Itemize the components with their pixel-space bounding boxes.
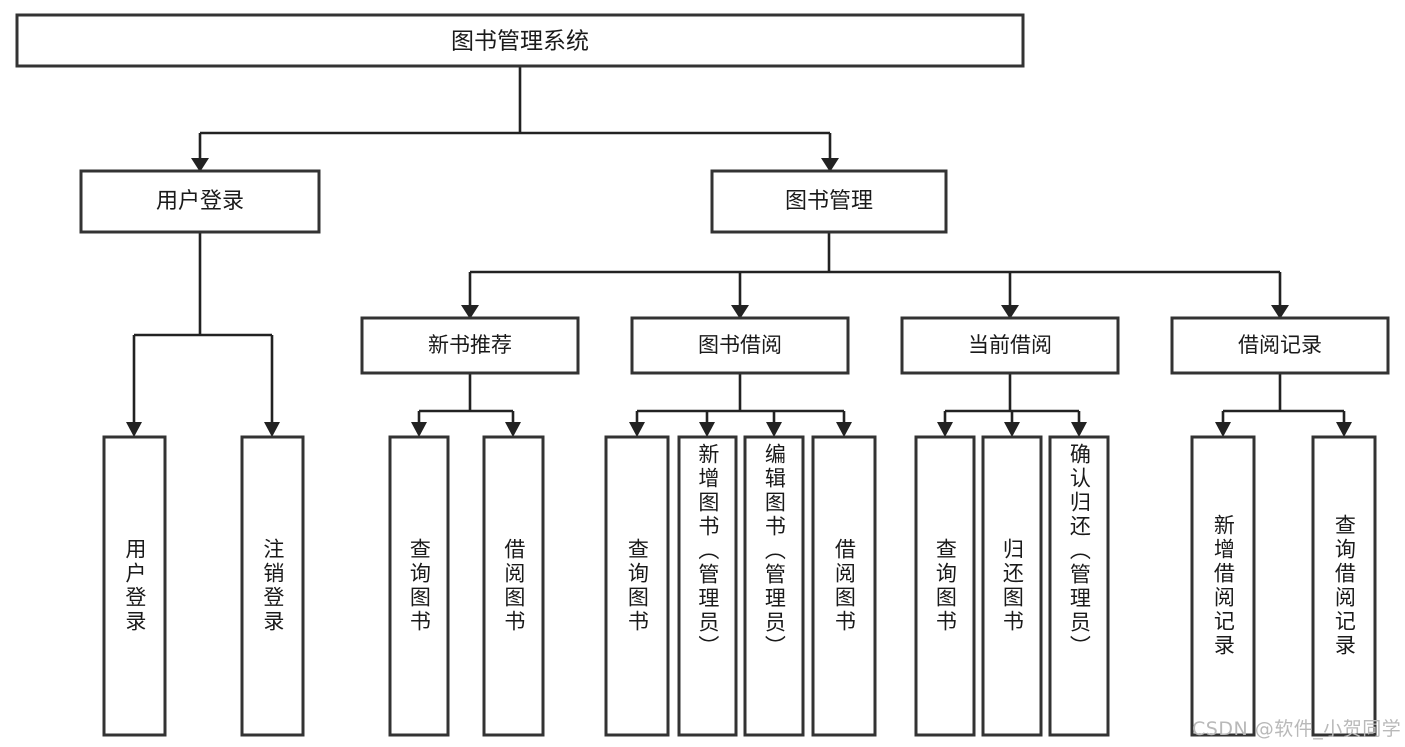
leaf-label-user-logout: 注销登录 xyxy=(260,538,285,634)
node-book-management[interactable]: 图书管理 xyxy=(710,169,948,234)
leaf-box-layer xyxy=(102,435,1377,737)
leaf-box-user-login[interactable] xyxy=(102,435,167,737)
arrowhead-current xyxy=(1001,305,1019,319)
node-user-login[interactable]: 用户登录 xyxy=(79,169,321,234)
borrow-record-label: 借阅记录 xyxy=(1238,333,1322,357)
leaf-label-user-login: 用户登录 xyxy=(122,538,147,634)
leaf-box-user-logout[interactable] xyxy=(240,435,305,737)
arrowhead-leaf-query-book-2 xyxy=(629,422,645,437)
current-borrow-box[interactable] xyxy=(900,316,1120,375)
arrowhead-leaf-borrow-book-1 xyxy=(505,422,521,437)
leaf-query-record[interactable]: 查询借阅记录 xyxy=(1313,437,1375,735)
leaf-label-borrow-book-2: 借阅图书 xyxy=(832,538,857,634)
user-login-label: 用户登录 xyxy=(156,189,244,214)
arrowhead-leaf-edit-book xyxy=(766,422,782,437)
leaf-query-book-2[interactable]: 查询图书 xyxy=(606,437,668,735)
arrowhead-record xyxy=(1271,305,1289,319)
arrowhead-leaf-query-book-3 xyxy=(937,422,953,437)
arrowhead-leaf-return-book xyxy=(1004,422,1020,437)
borrow-record-box[interactable] xyxy=(1170,316,1390,375)
root-box[interactable] xyxy=(15,13,1025,68)
arrowhead-user-login xyxy=(126,422,142,437)
arrowhead-manage xyxy=(821,158,839,172)
arrowhead-leaf-query-record xyxy=(1336,422,1352,437)
leaf-confirm-return[interactable]: 确认归还（管理员） xyxy=(1050,437,1108,735)
leaf-label-query-book-3: 查询图书 xyxy=(933,538,958,634)
connector-layer xyxy=(126,66,1352,437)
leaf-label-query-book-2: 查询图书 xyxy=(625,538,650,634)
leaf-label-borrow-book-1: 借阅图书 xyxy=(501,538,526,634)
arrowhead-leaf-borrow-book-2 xyxy=(836,422,852,437)
leaf-borrow-book-2[interactable]: 借阅图书 xyxy=(813,437,875,735)
arrowhead-leaf-add-record xyxy=(1215,422,1231,437)
leaf-box-confirm-return[interactable] xyxy=(1048,435,1110,737)
book-borrow-box[interactable] xyxy=(630,316,850,375)
leaf-box-query-record[interactable] xyxy=(1311,435,1377,737)
current-borrow-label: 当前借阅 xyxy=(968,333,1052,357)
leaf-box-return-book[interactable] xyxy=(981,435,1043,737)
leaf-label-query-record: 查询借阅记录 xyxy=(1332,514,1357,658)
leaf-add-book[interactable]: 新增图书（管理员） xyxy=(679,437,736,735)
leaf-label-add-book: 新增图书（管理员） xyxy=(695,443,720,659)
leaf-edit-book[interactable]: 编辑图书（管理员） xyxy=(745,437,803,735)
node-borrow-record[interactable]: 借阅记录 xyxy=(1170,316,1390,375)
leaf-label-confirm-return: 确认归还（管理员） xyxy=(1067,443,1092,659)
leaf-box-add-record[interactable] xyxy=(1190,435,1256,737)
leaf-return-book[interactable]: 归还图书 xyxy=(983,437,1041,735)
root-label: 图书管理系统 xyxy=(451,29,589,55)
leaf-user-logout[interactable]: 注销登录 xyxy=(242,437,303,735)
node-new-book-recommend[interactable]: 新书推荐 xyxy=(360,316,580,375)
leaf-box-borrow-book-2[interactable] xyxy=(811,435,877,737)
leaf-label-edit-book: 编辑图书（管理员） xyxy=(762,443,787,659)
book-borrow-label: 图书借阅 xyxy=(698,333,782,357)
leaf-box-borrow-book-1[interactable] xyxy=(482,435,545,737)
arrowhead-leaf-confirm-return xyxy=(1071,422,1087,437)
leaf-add-record[interactable]: 新增借阅记录 xyxy=(1192,437,1254,735)
leaf-query-book-3[interactable]: 查询图书 xyxy=(916,437,974,735)
leaf-box-query-book-1[interactable] xyxy=(388,435,450,737)
new-book-recommend-box[interactable] xyxy=(360,316,580,375)
arrowhead-user-logout xyxy=(264,422,280,437)
leaf-box-edit-book[interactable] xyxy=(743,435,805,737)
user-login-box[interactable] xyxy=(79,169,321,234)
book-management-box[interactable] xyxy=(710,169,948,234)
book-management-label: 图书管理 xyxy=(785,189,873,214)
leaf-box-query-book-3[interactable] xyxy=(914,435,976,737)
leaf-box-query-book-2[interactable] xyxy=(604,435,670,737)
arrowhead-borrow xyxy=(731,305,749,319)
leaf-user-login[interactable]: 用户登录 xyxy=(104,437,165,735)
leaf-label-return-book: 归还图书 xyxy=(1000,538,1025,634)
arrowhead-login xyxy=(191,158,209,172)
new-book-recommend-label: 新书推荐 xyxy=(428,333,512,357)
leaf-borrow-book-1[interactable]: 借阅图书 xyxy=(484,437,543,735)
leaf-query-book-1[interactable]: 查询图书 xyxy=(390,437,448,735)
node-book-borrow[interactable]: 图书借阅 xyxy=(630,316,850,375)
leaf-box-add-book[interactable] xyxy=(677,435,738,737)
leaf-label-query-book-1: 查询图书 xyxy=(407,538,432,634)
node-root[interactable]: 图书管理系统 xyxy=(15,13,1025,68)
watermark: CSDN @软件_小贺同学 xyxy=(1192,718,1402,740)
node-current-borrow[interactable]: 当前借阅 xyxy=(900,316,1120,375)
arrowhead-leaf-query-book-1 xyxy=(411,422,427,437)
arrowhead-newbook xyxy=(461,305,479,319)
arrowhead-leaf-add-book xyxy=(699,422,715,437)
leaf-label-add-record: 新增借阅记录 xyxy=(1211,514,1236,658)
